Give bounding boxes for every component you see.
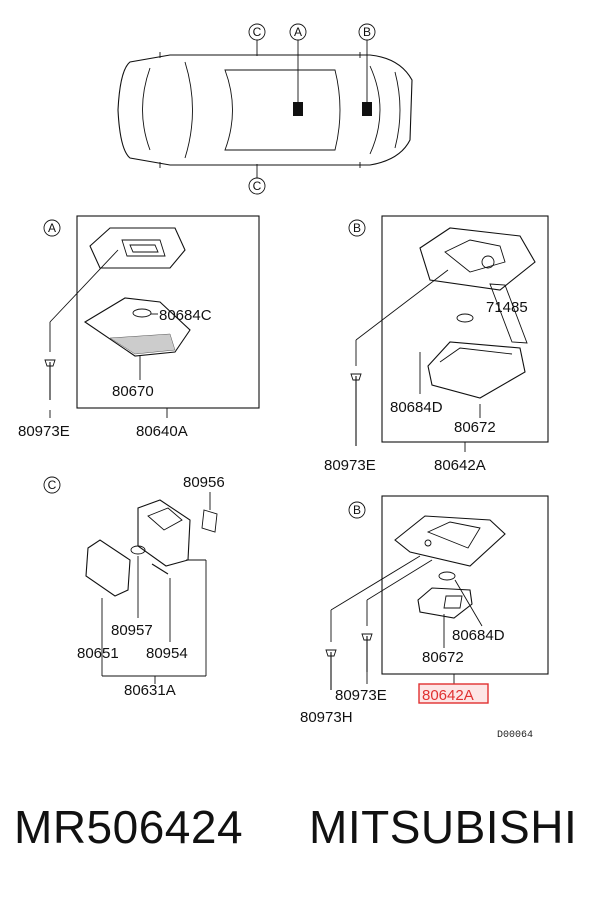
label-80684d-b1: 80684D [390, 399, 443, 416]
part-number: MR506424 [14, 801, 244, 853]
panel-b-lower-frame [381, 495, 549, 675]
label-80670: 80670 [112, 383, 154, 400]
label-80642a-b1: 80642A [434, 457, 486, 474]
marker-b-top: B [358, 23, 376, 41]
marker-b-lower [348, 501, 366, 519]
marker-c-top: C [248, 23, 266, 41]
diagram-code: D00064 [497, 730, 533, 741]
label-80642a-b2: 80642A [422, 687, 474, 704]
label-80684c: 80684C [159, 307, 212, 324]
label-80651: 80651 [77, 645, 119, 662]
brand-name: MITSUBISHI [309, 801, 578, 853]
label-80973e-b2: 80973E [335, 687, 387, 704]
console-base [419, 227, 536, 291]
screw-80954 [151, 563, 169, 575]
svg-text:A: A [294, 25, 302, 39]
footer: MR506424 MITSUBISHI [0, 800, 600, 880]
marker-a-label: A [48, 221, 56, 235]
console-lens [427, 341, 526, 399]
panel-a: A 80684C 80670 80973E 80640A [18, 215, 260, 440]
label-71485: 71485 [486, 299, 528, 316]
svg-text:C: C [253, 25, 262, 39]
label-80631a: 80631A [124, 682, 176, 699]
label-80957: 80957 [111, 622, 153, 639]
label-80672-b1: 80672 [454, 419, 496, 436]
marker-b-lower-label: B [353, 503, 361, 517]
marker-a [43, 219, 61, 237]
bulb-80684d-b2 [438, 571, 456, 581]
label-80973e-a: 80973E [18, 423, 70, 440]
label-80956: 80956 [183, 474, 225, 491]
label-80672-b2: 80672 [422, 649, 464, 666]
panel-b-upper: B 71485 80684D 80672 80973E 80642A [324, 215, 549, 474]
label-80684d-b2: 80684D [452, 627, 505, 644]
lens-71485 [489, 283, 528, 344]
lamp-base-b2 [394, 515, 506, 567]
marker-a-top: A [289, 23, 307, 41]
bulb-80684d [456, 313, 474, 323]
panel-c: C 80956 80957 80651 80954 80631A [43, 474, 225, 699]
lamp-lens-b2 [417, 587, 473, 619]
label-80954: 80954 [146, 645, 188, 662]
label-80640a: 80640A [136, 423, 188, 440]
lamp-base [89, 227, 186, 269]
marker-c-label: C [48, 478, 57, 492]
marker-c [43, 476, 61, 494]
label-80973e-b1: 80973E [324, 457, 376, 474]
panel-b-lower: B 80684D 80672 80973E 80642A 80973H [300, 495, 549, 726]
clip-80956 [201, 509, 218, 533]
lens-80651 [85, 539, 131, 597]
marker-b [348, 219, 366, 237]
highlight-box [418, 683, 489, 704]
bulb-80684c [132, 308, 152, 318]
label-80973h: 80973H [300, 709, 353, 726]
panel-a-frame [76, 215, 260, 409]
marker-c-bottom: C [248, 177, 266, 195]
lamp-lens [83, 297, 191, 357]
bulb-80957 [130, 545, 146, 555]
svg-text:C: C [253, 179, 262, 193]
car-top-view [117, 40, 413, 178]
diagram-canvas: A B C C A 80684C 80670 8 [18, 23, 549, 741]
marker-b-label: B [353, 221, 361, 235]
svg-text:B: B [363, 25, 371, 39]
